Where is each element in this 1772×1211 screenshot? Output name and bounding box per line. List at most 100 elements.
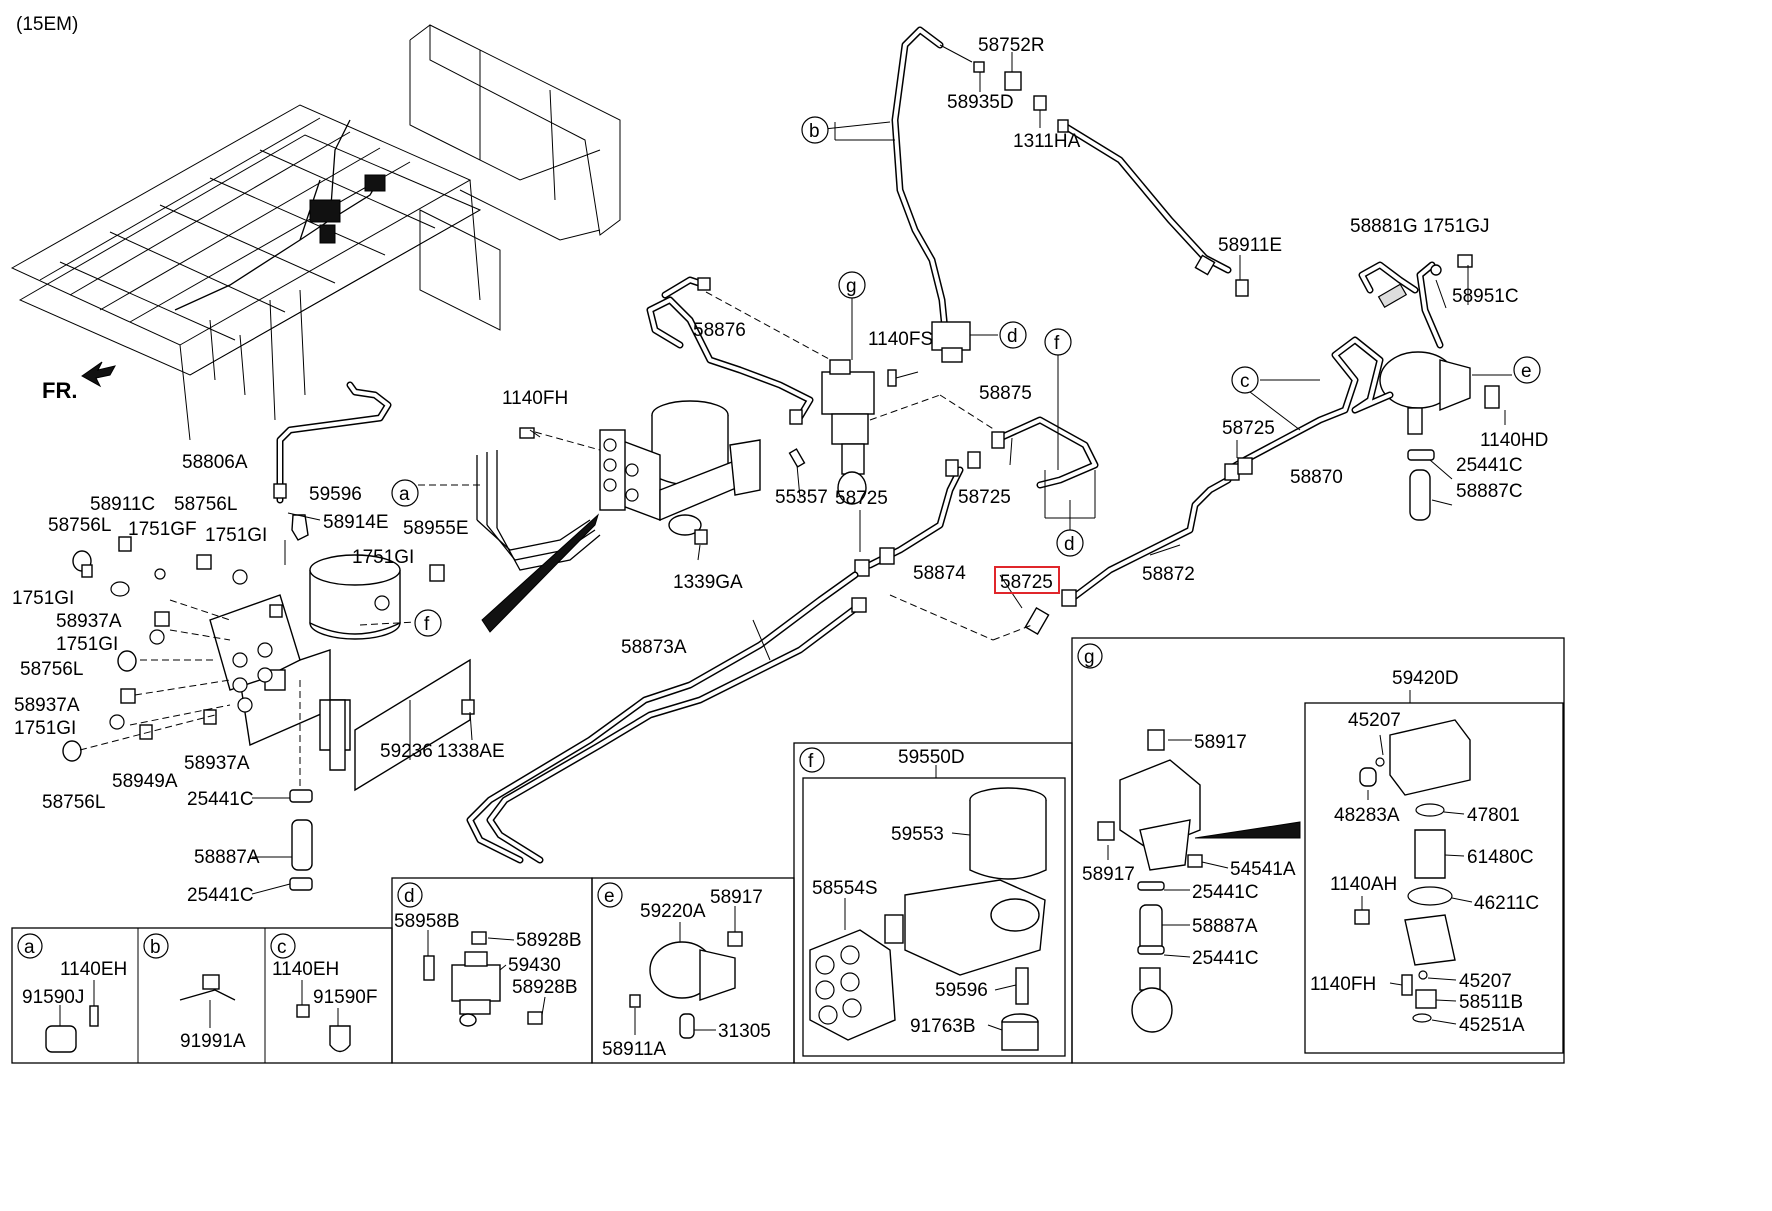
part-label: 58917 xyxy=(1082,864,1135,885)
svg-text:f: f xyxy=(808,751,814,772)
callout-panel-c: c xyxy=(270,933,296,959)
part-label: 58914E xyxy=(323,512,389,533)
part-label: 58911E xyxy=(1218,235,1282,256)
part-label: 58955E xyxy=(403,518,469,539)
part-label: 45251A xyxy=(1459,1015,1525,1036)
callout-panel-f: f xyxy=(799,747,825,773)
part-label: 31305 xyxy=(718,1021,771,1042)
svg-text:f: f xyxy=(1054,333,1060,354)
part-label: 91590J xyxy=(22,987,84,1008)
part-label: 1311HA xyxy=(1013,131,1081,152)
part-label: 58917 xyxy=(710,887,763,908)
part-label: 25441C xyxy=(1456,455,1523,476)
callout-g-top: g xyxy=(838,271,866,299)
part-label: 58752R xyxy=(978,35,1045,56)
part-label: 46211C xyxy=(1474,893,1539,914)
part-label: 54541A xyxy=(1230,859,1296,880)
front-label: FR. xyxy=(42,378,77,403)
part-label: 1140FS xyxy=(868,329,933,350)
part-label: 61480C xyxy=(1467,847,1534,868)
part-label: 59550D xyxy=(898,747,965,768)
part-label: 59236 xyxy=(380,741,433,762)
callout-b: b xyxy=(801,116,829,144)
part-label: 58881G xyxy=(1350,216,1418,237)
part-label: 58958B xyxy=(394,911,460,932)
part-label: 48283A xyxy=(1334,805,1400,826)
part-label: 58874 xyxy=(913,563,966,584)
part-label: 58949A xyxy=(112,771,178,792)
part-label: 25441C xyxy=(1192,948,1259,969)
callout-panel-a: a xyxy=(17,933,43,959)
part-label: 59220A xyxy=(640,901,706,922)
part-label: 58951C xyxy=(1452,286,1519,307)
part-label: 58511B xyxy=(1459,992,1523,1013)
svg-text:a: a xyxy=(399,484,410,505)
part-label: 1140FH xyxy=(1310,974,1376,995)
part-label: 58756L xyxy=(42,792,105,813)
part-label: 58937A xyxy=(14,695,80,716)
part-label: 58911C xyxy=(90,494,155,515)
part-label: 91991A xyxy=(180,1031,246,1052)
panel-g-frame xyxy=(1071,637,1565,1064)
part-labels: 58752R 58935D 1311HA 58911E 58881G 1751G… xyxy=(12,35,1548,1060)
part-label: 1140FH xyxy=(502,388,568,409)
part-label: 25441C xyxy=(1192,882,1259,903)
part-label: 1140HD xyxy=(1480,430,1548,451)
part-label: 58928B xyxy=(516,930,582,951)
part-label-highlighted: 58725 xyxy=(1000,572,1053,593)
svg-text:e: e xyxy=(604,886,615,907)
part-label: 58876 xyxy=(693,320,746,341)
part-label: 59596 xyxy=(935,980,988,1001)
callout-f-top: f xyxy=(1044,328,1072,356)
part-label: 58872 xyxy=(1142,564,1195,585)
part-label: 59430 xyxy=(508,955,561,976)
part-label: 45207 xyxy=(1459,971,1512,992)
part-label: 58937A xyxy=(56,611,122,632)
part-label: 1140EH xyxy=(272,959,339,980)
part-label: 58887C xyxy=(1456,481,1523,502)
callout-panel-b: b xyxy=(143,933,169,959)
part-label: 58725 xyxy=(958,487,1011,508)
panel-g-inner xyxy=(1304,702,1564,1054)
part-label: 58870 xyxy=(1290,467,1343,488)
svg-text:c: c xyxy=(277,937,287,958)
pointer-wedge-g xyxy=(1194,821,1301,839)
part-label: 58935D xyxy=(947,92,1014,113)
callout-d-top: d xyxy=(999,321,1027,349)
part-label: 1338AE xyxy=(437,741,505,762)
part-label: 1140EH xyxy=(60,959,127,980)
svg-text:g: g xyxy=(846,276,857,297)
part-label: 58806A xyxy=(182,452,248,473)
part-label: 58725 xyxy=(835,488,888,509)
model-code: (15EM) xyxy=(16,14,78,35)
part-label: 91763B xyxy=(910,1016,976,1037)
callout-c: c xyxy=(1231,366,1259,394)
part-label: 58756L xyxy=(48,515,111,536)
part-label: 91590F xyxy=(313,987,377,1008)
part-label: 58937A xyxy=(184,753,250,774)
part-label: 58911A xyxy=(602,1039,666,1060)
part-label: 58873A xyxy=(621,637,687,658)
part-label: 58725 xyxy=(1222,418,1275,439)
part-label: 1751GI xyxy=(12,588,74,609)
part-label: 58928B xyxy=(512,977,578,998)
svg-text:b: b xyxy=(150,937,161,958)
part-label: 45207 xyxy=(1348,710,1401,731)
panel-f-inner xyxy=(802,777,1066,1057)
dryer-assembly-center xyxy=(476,400,761,571)
front-arrow-icon xyxy=(81,361,116,388)
part-label: 58756L xyxy=(174,494,237,515)
part-label: 1140AH xyxy=(1330,874,1397,895)
part-label: 1751GJ xyxy=(1423,216,1490,237)
part-label: 47801 xyxy=(1467,805,1520,826)
svg-text:e: e xyxy=(1521,361,1532,382)
svg-text:d: d xyxy=(404,886,415,907)
svg-text:g: g xyxy=(1084,647,1095,668)
part-label: 1751GI xyxy=(205,525,267,546)
callout-panel-d: d xyxy=(397,882,423,908)
vehicle-frame-illustration xyxy=(10,24,621,441)
part-label: 55357 xyxy=(775,487,828,508)
callout-panel-e: e xyxy=(597,882,623,908)
callout-panel-g: g xyxy=(1077,643,1103,669)
